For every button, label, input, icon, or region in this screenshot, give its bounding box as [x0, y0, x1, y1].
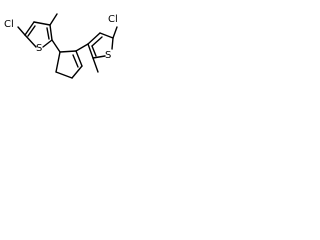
- bond-c4-c5-right: [99, 32, 114, 39]
- bond-c5-c4-left: [24, 21, 35, 36]
- atom-label-cl-right: Cl: [108, 14, 118, 25]
- chemical-structure-diagram: Cl S Cl S: [4, 13, 118, 79]
- bond-c3-c2-left: [49, 24, 53, 41]
- bond-cp-2: [75, 50, 83, 67]
- left-thiophene-ring: [17, 13, 61, 53]
- bond-s-c5-left: [24, 34, 37, 48]
- bond-c2-s-left: [42, 39, 53, 48]
- bond-c5-s-right: [111, 37, 114, 50]
- cyclopentene-ring: [55, 43, 89, 79]
- bond-s-c2-right: [92, 55, 106, 59]
- atom-label-cl-left: Cl: [4, 19, 14, 30]
- bond-c3-c2-left-double: [46, 27, 50, 40]
- bond-cl-c-left: [17, 26, 26, 36]
- bond-cl-c-right: [112, 26, 118, 39]
- bond-cyclopentene-to-right-ring: [75, 43, 89, 52]
- bond-methyl-left: [49, 13, 58, 26]
- bond-c2-c3-right: [87, 43, 94, 59]
- atom-label-s-left: S: [36, 43, 42, 54]
- bond-cp-5: [55, 51, 61, 73]
- bond-c2-c3-right-double: [91, 45, 97, 57]
- bond-c5-c4-left-double: [27, 25, 36, 37]
- bond-c3-c4-right-double: [91, 36, 103, 47]
- right-thiophene-ring: [87, 26, 118, 73]
- bond-cp-1: [59, 50, 77, 53]
- bond-cp-2-double: [72, 54, 79, 68]
- bond-cp-4: [55, 71, 73, 79]
- bond-c4-c3-left: [33, 21, 51, 26]
- bond-ring-to-cyclopentene: [51, 39, 61, 53]
- bond-methyl-right: [92, 57, 99, 73]
- atom-label-s-right: S: [105, 50, 111, 61]
- bond-cp-3: [71, 65, 83, 79]
- bond-c3-c4-right: [87, 32, 101, 45]
